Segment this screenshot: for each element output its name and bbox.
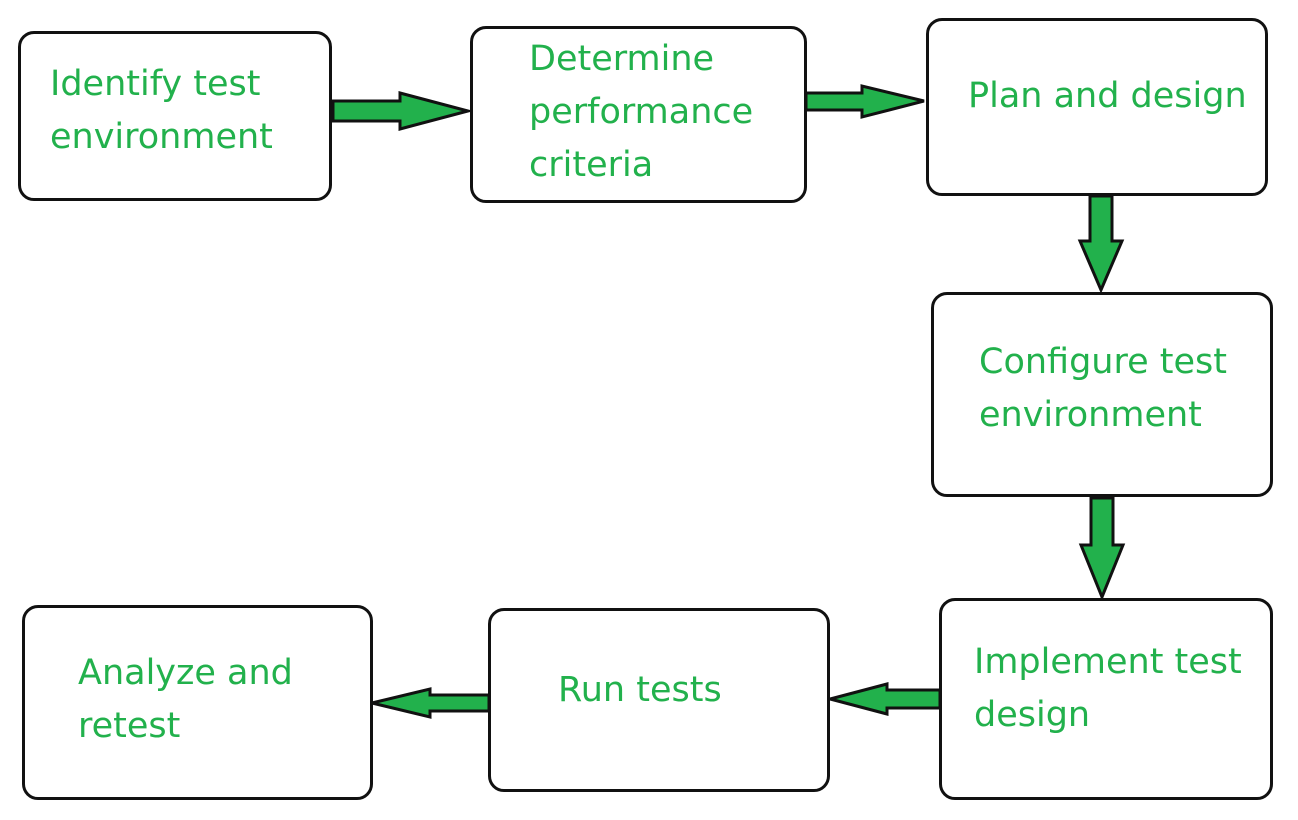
arrow-run-to-analyze bbox=[371, 687, 491, 719]
step-box-configure-test-environment bbox=[931, 292, 1273, 497]
step-label-determine-performance-criteria: Determine performance criteria bbox=[529, 39, 754, 185]
step-box-determine-performance-criteria bbox=[470, 26, 807, 203]
step-label-identify-test-environment: Identify test environment bbox=[50, 64, 273, 157]
step-label-configure-test-environment: Configure test environment bbox=[979, 342, 1227, 435]
step-label-analyze-and-retest: Analyze and retest bbox=[78, 653, 293, 746]
step-label-run-tests: Run tests bbox=[558, 670, 722, 710]
arrow-implement-to-run bbox=[824, 682, 942, 716]
arrow-configure-to-implement bbox=[1078, 496, 1126, 602]
step-box-implement-test-design bbox=[939, 598, 1273, 800]
arrow-determine-to-plan bbox=[804, 84, 925, 119]
step-box-analyze-and-retest bbox=[22, 605, 373, 800]
step-box-plan-and-design bbox=[926, 18, 1268, 196]
step-box-identify-test-environment bbox=[18, 31, 332, 201]
arrow-identify-to-determine bbox=[331, 91, 474, 131]
step-label-implement-test-design: Implement test design bbox=[974, 642, 1242, 735]
step-box-run-tests bbox=[488, 608, 830, 792]
arrow-plan-to-configure bbox=[1077, 194, 1125, 294]
step-label-plan-and-design: Plan and design bbox=[968, 76, 1247, 116]
